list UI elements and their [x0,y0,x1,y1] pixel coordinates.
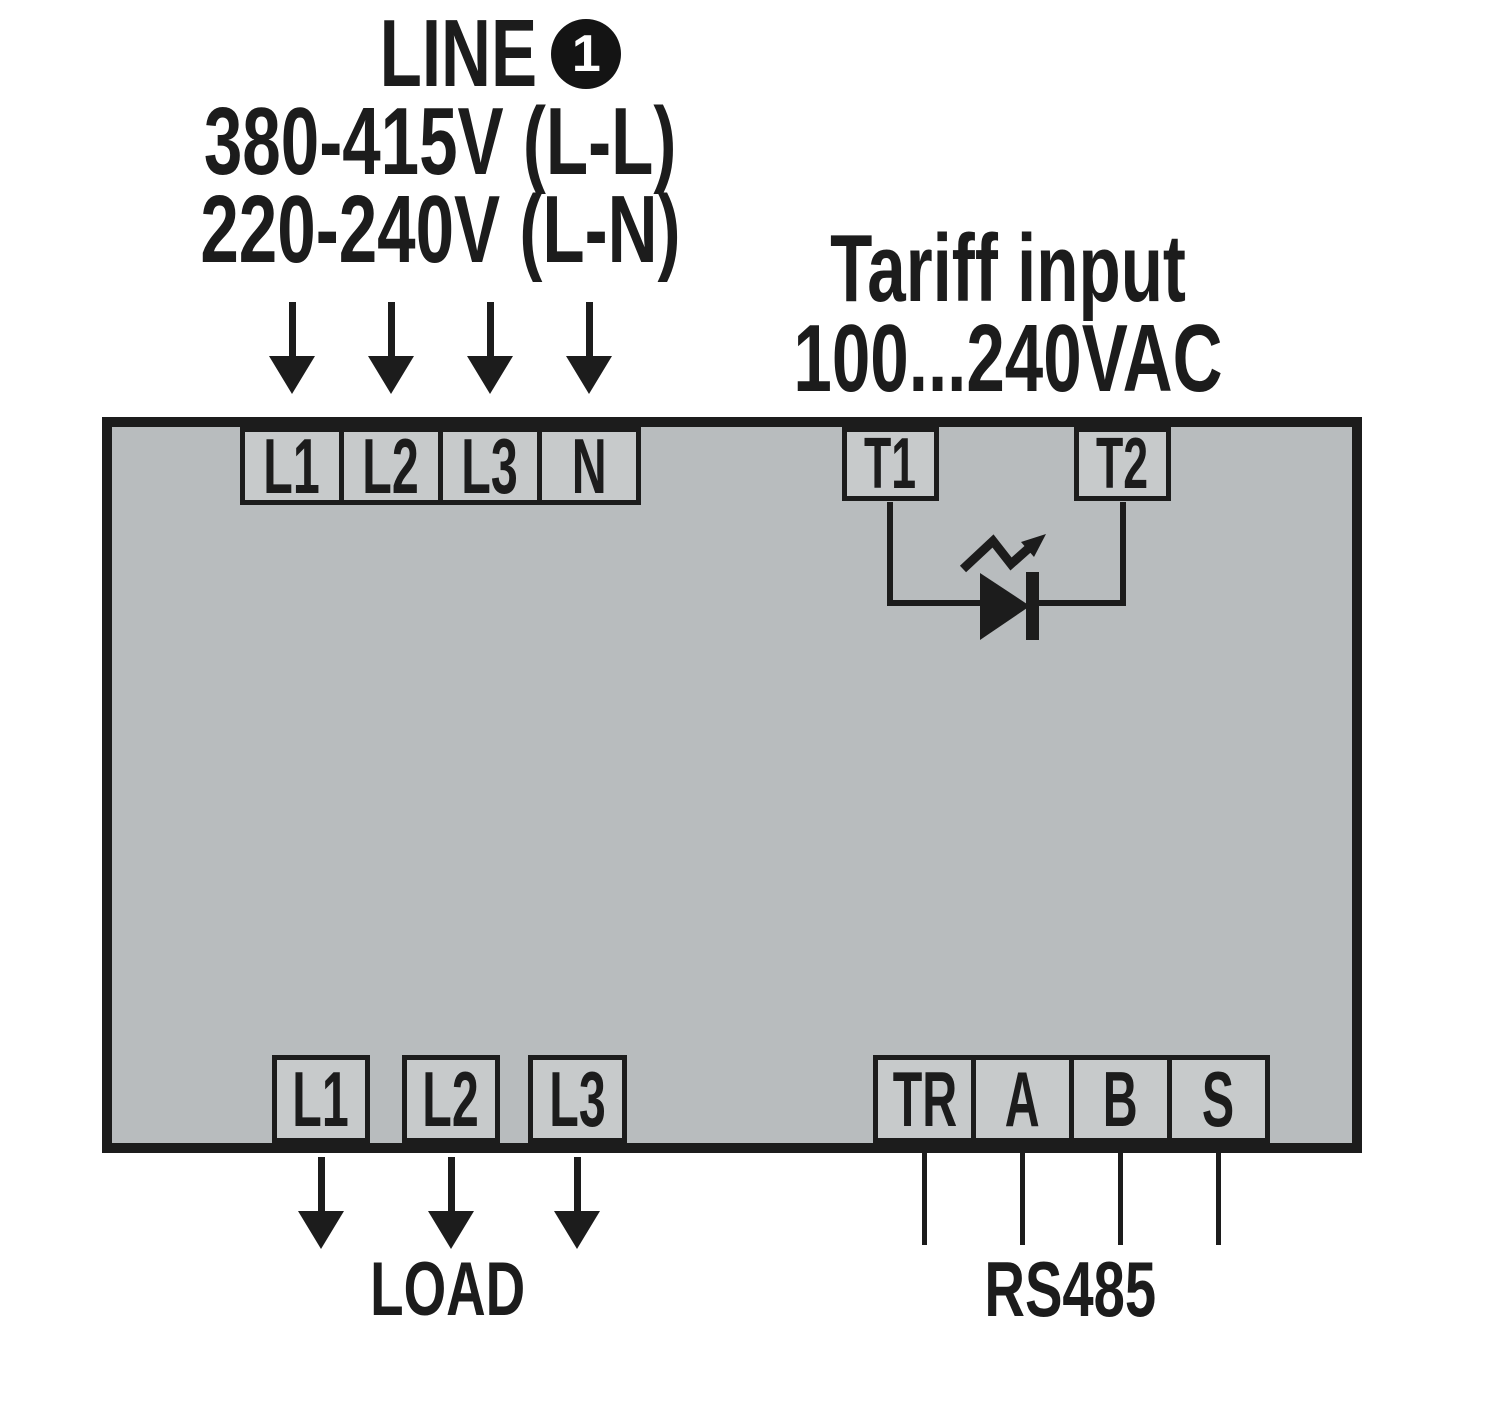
top-terminal-strip: L1 L2 L3 N [240,427,641,505]
terminal-t2: T2 [1074,427,1171,501]
terminal-top-l3: L3 [438,427,542,505]
tariff-title-row: Tariff input [808,215,1208,322]
voltage-ln-row: 220-240V (L-N) [120,182,760,278]
tariff-header-block: Tariff input 100...240VAC [793,215,1222,407]
diode-symbol [980,572,1039,640]
tariff-title-text: Tariff input [830,215,1186,322]
terminal-top-n: N [537,427,641,505]
rs485-wire-s [1216,1150,1221,1245]
terminal-t1: T1 [842,427,939,501]
light-arrow [959,534,1046,573]
down-arrow-icon [428,1157,474,1249]
rs485-wire-tr [922,1150,927,1245]
line-title-row: LINE 1 [165,6,805,102]
load-label: LOAD [370,1247,526,1332]
terminal-a: A [971,1055,1074,1143]
tariff-voltage-text: 100...240VAC [793,305,1223,412]
down-arrow-icon [269,302,315,394]
line-header-block: LINE 1 380-415V (L-L) 220-240V (L-N) [120,6,760,278]
rs485-label: RS485 [984,1245,1156,1333]
meter-body: L1 L2 L3 N T1 T2 L1 L2 L3 [102,417,1362,1153]
terminal-tr: TR [873,1055,976,1143]
terminal-top-l2: L2 [339,427,443,505]
terminal-b: B [1069,1055,1172,1143]
rs485-wire-b [1118,1150,1123,1245]
down-arrow-icon [566,302,612,394]
terminal-top-l1: L1 [240,427,344,505]
terminal-load-l3: L3 [528,1055,627,1143]
note-1-badge: 1 [551,19,622,89]
voltage-ll-text: 380-415V (L-L) [203,88,677,195]
terminal-load-l2: L2 [402,1055,500,1143]
down-arrow-icon [368,302,414,394]
down-arrow-icon [554,1157,600,1249]
line-title: LINE [379,0,537,107]
voltage-ll-row: 380-415V (L-L) [120,94,760,190]
down-arrow-icon [298,1157,344,1249]
down-arrow-icon [467,302,513,394]
led-optocoupler-icon [887,502,1126,640]
rs485-wire-a [1020,1150,1025,1245]
voltage-ln-text: 220-240V (L-N) [199,176,681,283]
comm-terminal-strip: TR A B S [873,1055,1270,1143]
terminal-s: S [1167,1055,1270,1143]
terminal-load-l1: L1 [272,1055,370,1143]
tariff-voltage-row: 100...240VAC [793,311,1222,407]
